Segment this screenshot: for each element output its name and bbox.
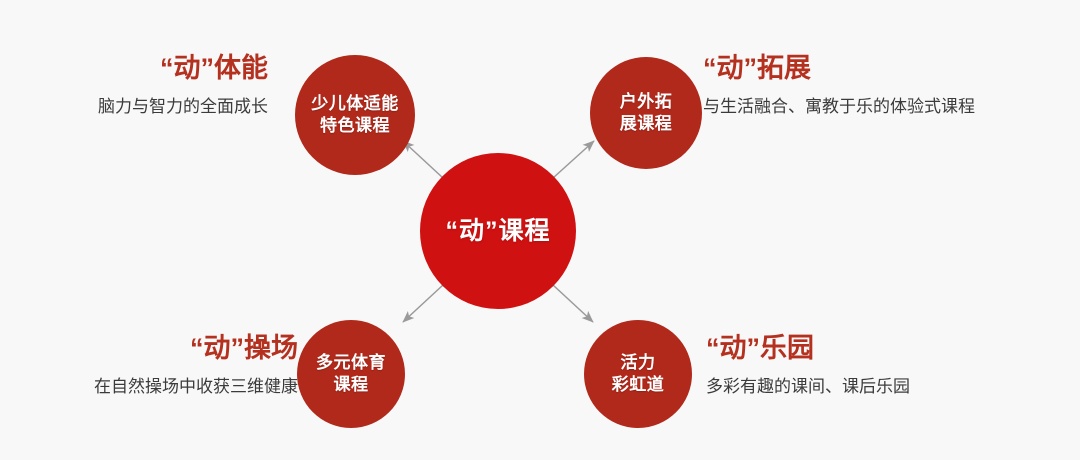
label-block-bottom-right: “动”乐园 多彩有趣的课间、课后乐园: [706, 332, 910, 398]
label-title-bottom-left: “动”操场: [190, 333, 298, 363]
node-circle-top-left-line2: 特色课程: [320, 116, 390, 135]
node-circle-bottom-left-line1: 多元体育: [316, 353, 386, 373]
arrow-center-to-bottom-left: [402, 284, 444, 323]
label-block-top-right: “动”拓展 与生活融合、寓教于乐的体验式课程: [703, 52, 975, 118]
label-title-bottom-right: “动”乐园: [706, 333, 814, 363]
center-node-circle[interactable]: “动”课程: [420, 153, 576, 309]
label-subtitle-top-left: 脑力与智力的全面成长: [98, 96, 268, 116]
node-circle-bottom-right-line2: 彩虹道: [611, 375, 665, 394]
label-subtitle-bottom-left: 在自然操场中收获三维健康: [94, 376, 298, 396]
node-circle-bottom-left[interactable]: 多元体育 课程: [297, 320, 405, 428]
node-circle-top-left-line1: 少儿体适能: [311, 94, 399, 114]
arrow-center-to-top-right: [552, 140, 595, 179]
node-circle-top-right-line1: 户外拓: [619, 92, 673, 112]
center-node-label: “动”课程: [445, 217, 551, 245]
node-circle-bottom-right-line1: 活力: [620, 353, 656, 373]
label-subtitle-top-right: 与生活融合、寓教于乐的体验式课程: [703, 96, 975, 116]
node-circle-top-left[interactable]: 少儿体适能 特色课程: [295, 55, 415, 175]
label-title-top-right: “动”拓展: [703, 53, 811, 83]
label-title-top-left: “动”体能: [160, 53, 268, 83]
node-circle-bottom-right[interactable]: 活力 彩虹道: [584, 320, 692, 428]
arrow-center-to-top-left: [402, 140, 444, 179]
label-block-bottom-left: “动”操场 在自然操场中收获三维健康: [94, 332, 298, 398]
node-circle-bottom-left-line2: 课程: [333, 375, 369, 394]
label-block-top-left: “动”体能 脑力与智力的全面成长: [98, 52, 268, 118]
node-circle-top-right[interactable]: 户外拓 展课程: [590, 57, 702, 169]
arrow-center-to-bottom-right: [552, 284, 594, 323]
label-subtitle-bottom-right: 多彩有趣的课间、课后乐园: [706, 376, 910, 396]
node-circle-top-right-line2: 展课程: [619, 114, 673, 133]
